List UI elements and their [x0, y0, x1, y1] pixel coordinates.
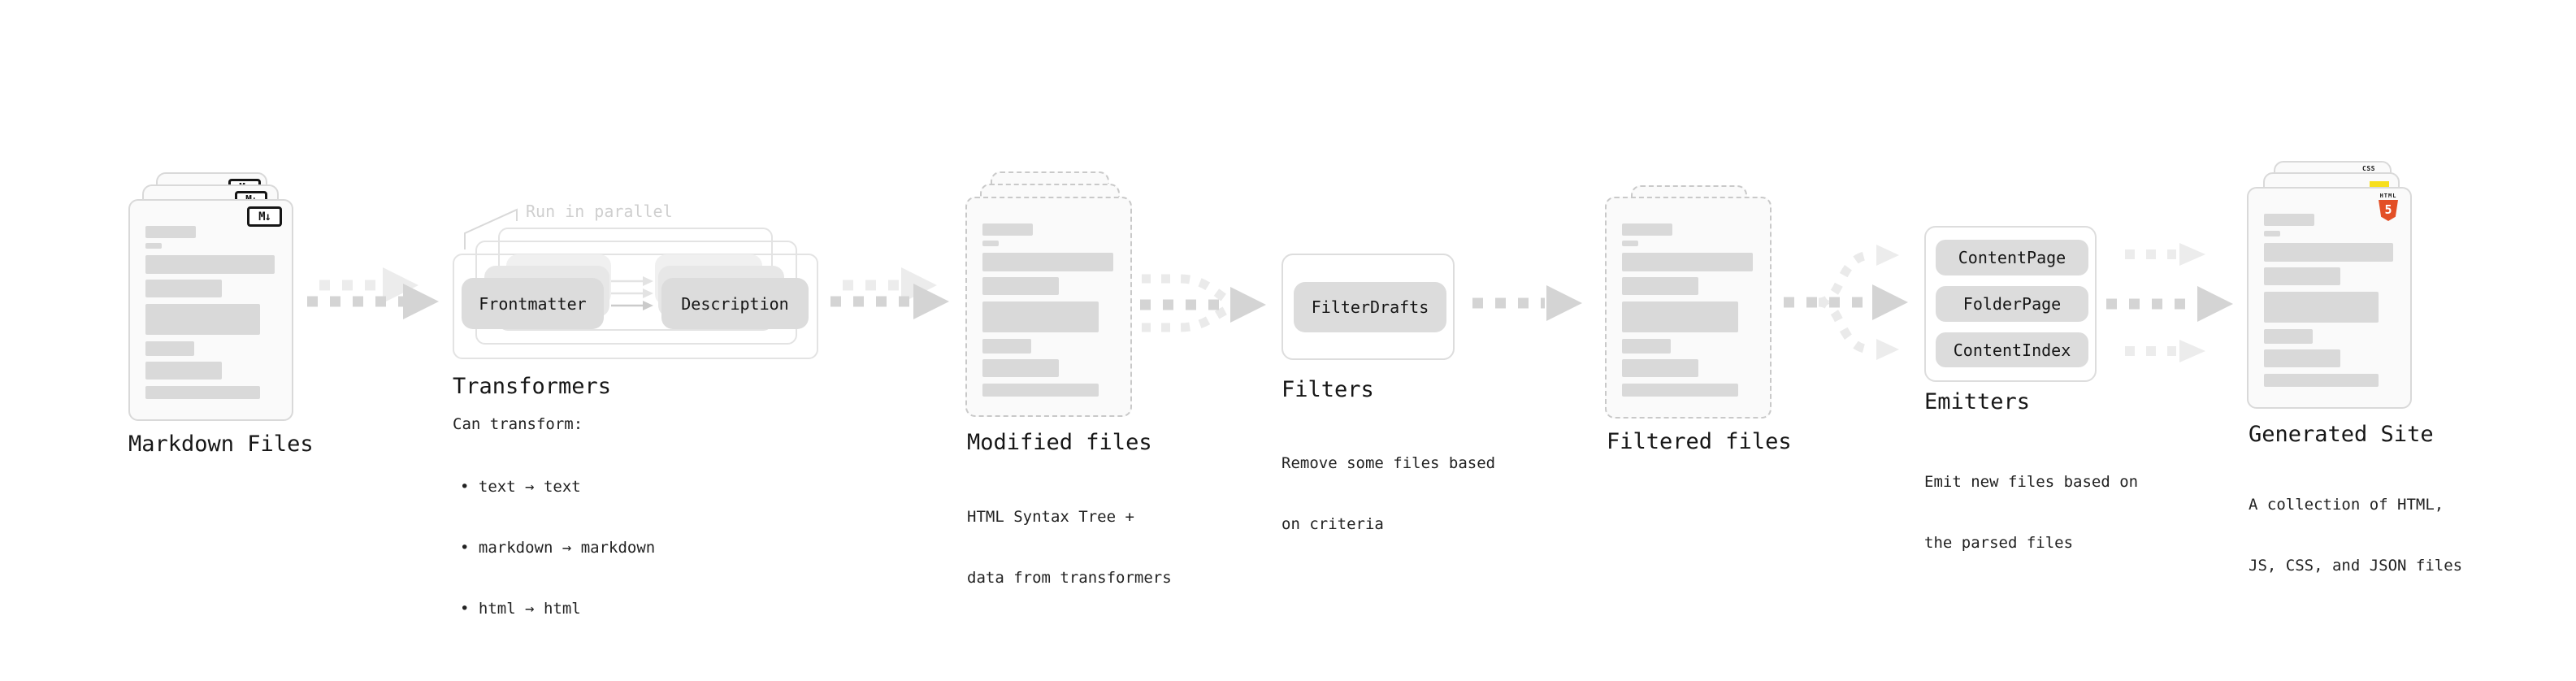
placeholder-bar [145, 386, 261, 399]
placeholder-bar [2264, 374, 2379, 387]
pill-contentpage: ContentPage [1936, 240, 2088, 275]
placeholder-bar [2264, 243, 2394, 262]
arrow-transformers-to-modified [830, 267, 949, 319]
arrow-filters-to-filtered [1472, 285, 1582, 321]
modified-file-card [965, 197, 1132, 417]
arrows-frontmatter-to-description [611, 276, 653, 310]
placeholder-bar [2264, 267, 2340, 285]
placeholder-bar [145, 280, 222, 297]
transformers-intro: Can transform: [453, 415, 583, 433]
placeholder-bar [982, 277, 1060, 295]
stage-label-markdown-files: Markdown Files [128, 432, 314, 457]
pill-description: Description [661, 278, 809, 329]
markdown-icon-text: M↓ [258, 210, 271, 223]
markdown-file-card: M↓ [128, 199, 293, 421]
stage-label-transformers: Transformers [453, 374, 612, 399]
pill-frontmatter: Frontmatter [462, 278, 604, 329]
placeholder-bar [145, 362, 222, 380]
placeholder-bar [982, 301, 1099, 332]
placeholder-bar [2264, 231, 2280, 236]
pill-contentindex: ContentIndex [1936, 332, 2088, 367]
generated-site-subtext: A collection of HTML, JS, CSS, and JSON … [2249, 454, 2462, 617]
bullet-text-to-text: • text → text [460, 478, 581, 496]
html5-icon: HTML 5 [2376, 193, 2400, 221]
stage-label-filters: Filters [1281, 377, 1374, 402]
emitters-box: ContentPage FolderPage ContentIndex [1924, 226, 2097, 382]
generated-site-subtext-line1: A collection of HTML, [2249, 496, 2444, 514]
placeholder-bar [145, 255, 275, 274]
filters-subtext-line2: on criteria [1281, 515, 1384, 533]
stage-label-emitters: Emitters [1924, 389, 2031, 414]
placeholder-bar [1622, 277, 1699, 295]
css-icon-label: CSS [2362, 165, 2375, 172]
emitters-subtext-line2: the parsed files [1924, 534, 2074, 552]
placeholder-bar [982, 339, 1032, 354]
emitters-subtext: Emit new files based on the parsed files [1924, 432, 2138, 594]
placeholder-bar [1622, 301, 1738, 332]
placeholder-bar [2264, 329, 2313, 344]
html5-icon-label: HTML [2379, 193, 2397, 199]
stage-label-generated-site: Generated Site [2249, 422, 2434, 447]
placeholder-bar [982, 241, 1000, 246]
bullet-html-to-html: • html → html [460, 600, 581, 618]
filters-subtext: Remove some files based on criteria [1281, 413, 1495, 575]
pill-folderpage: FolderPage [1936, 286, 2088, 322]
arrow-filtered-to-emitters [1784, 245, 1908, 360]
stage-label-modified-files: Modified files [967, 430, 1152, 455]
js-icon [2370, 181, 2389, 190]
stage-label-filtered-files: Filtered files [1607, 429, 1792, 454]
placeholder-bar [982, 359, 1060, 377]
modified-files-subtext-line2: data from transformers [967, 569, 1172, 587]
arrow-emitters-to-generated [2106, 243, 2233, 362]
placeholder-bar [982, 223, 1034, 236]
filtered-file-card [1605, 197, 1772, 419]
placeholder-bar [1622, 339, 1672, 354]
placeholder-bar [1622, 253, 1753, 271]
placeholder-bar [1622, 223, 1673, 236]
arrow-modified-to-filters [1140, 274, 1266, 332]
bullet-markdown-to-markdown: • markdown → markdown [460, 539, 656, 557]
placeholder-bar [2264, 349, 2340, 367]
modified-files-subtext: HTML Syntax Tree + data from transformer… [967, 466, 1172, 629]
placeholder-bar [2264, 214, 2314, 226]
filters-box: FilterDrafts [1281, 254, 1455, 360]
arrow-markdown-to-transformers [307, 267, 439, 319]
transformer-box [453, 254, 818, 359]
pill-filterdrafts: FilterDrafts [1294, 282, 1446, 332]
markdown-icon: M↓ [247, 206, 282, 227]
placeholder-bar [982, 384, 1099, 397]
placeholder-bar [1622, 241, 1639, 246]
note-leader-line [464, 208, 518, 249]
placeholder-bar [145, 243, 162, 249]
modified-files-subtext-line1: HTML Syntax Tree + [967, 508, 1134, 526]
run-in-parallel-note: Run in parallel [526, 202, 673, 221]
generated-file-card: HTML 5 [2247, 187, 2412, 409]
emitters-subtext-line1: Emit new files based on [1924, 473, 2139, 491]
filters-subtext-line1: Remove some files based [1281, 454, 1496, 472]
transformers-bullets: • text → text • markdown → markdown • ht… [460, 436, 655, 660]
html5-icon-shield: 5 [2379, 200, 2398, 221]
placeholder-bar [145, 304, 261, 335]
placeholder-bar [145, 341, 194, 356]
placeholder-bar [1622, 359, 1699, 377]
placeholder-bar [982, 253, 1113, 271]
placeholder-bar [1622, 384, 1738, 397]
placeholder-bar [2264, 292, 2379, 323]
placeholder-bar [145, 226, 196, 238]
generated-site-subtext-line2: JS, CSS, and JSON files [2249, 557, 2463, 575]
